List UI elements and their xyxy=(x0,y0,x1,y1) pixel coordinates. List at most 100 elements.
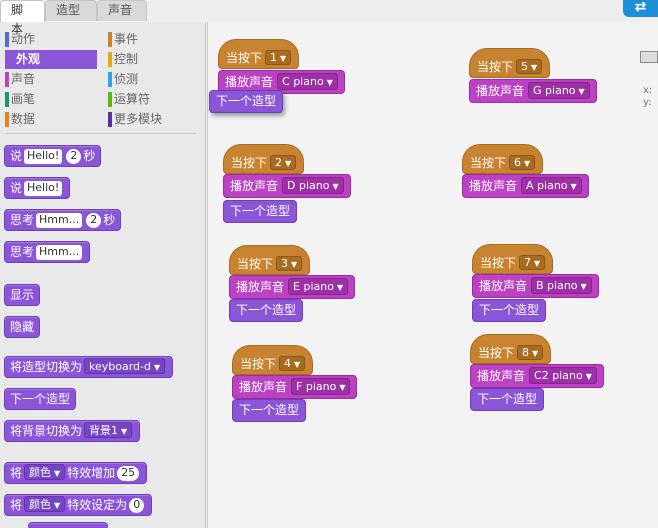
dropdown-arrow-icon: ▼ xyxy=(54,501,61,510)
block-label: 当按下 xyxy=(480,256,517,270)
dropdown-arrow-icon: ▼ xyxy=(531,63,538,72)
number-input[interactable]: 0 xyxy=(129,498,145,513)
text-input[interactable]: Hello! xyxy=(24,149,63,164)
block-label: 特效设定为 xyxy=(67,498,128,512)
sound-dropdown[interactable]: G piano▼ xyxy=(528,82,590,99)
category-label: 侦测 xyxy=(114,72,139,86)
sound-dropdown[interactable]: D piano▼ xyxy=(282,177,344,194)
category-events[interactable]: 事件 xyxy=(103,30,195,49)
next-costume-block[interactable]: 下一个造型 xyxy=(223,200,298,223)
text-input[interactable]: Hello! xyxy=(24,181,63,196)
category-sensing[interactable]: 侦测 xyxy=(103,70,195,89)
key-dropdown[interactable]: 6▼ xyxy=(509,155,536,170)
key-dropdown[interactable]: 1▼ xyxy=(265,50,292,65)
block-label: 秒 xyxy=(83,149,96,163)
sound-dropdown[interactable]: F piano▼ xyxy=(291,378,351,395)
backdrop-dropdown[interactable]: 背景1▼ xyxy=(84,422,133,438)
next-costume-block[interactable]: 下一个造型 xyxy=(472,299,547,322)
effect-dropdown[interactable]: 颜色▼ xyxy=(24,496,66,512)
text-input[interactable]: Hmm... xyxy=(36,245,83,260)
sound-dropdown[interactable]: E piano▼ xyxy=(288,278,349,295)
costume-dropdown[interactable]: keyboard-d▼ xyxy=(84,358,166,374)
category-motion[interactable]: 动作 xyxy=(0,30,92,49)
next-costume-block[interactable]: 下一个造型 xyxy=(470,388,545,411)
tab-scripts[interactable]: 脚本 xyxy=(0,0,45,36)
sync-button[interactable]: ⇄ xyxy=(623,0,658,17)
key-dropdown[interactable]: 3▼ xyxy=(276,256,303,271)
category-control[interactable]: 控制 xyxy=(103,50,195,69)
category-color-bar xyxy=(108,92,112,107)
block-label: 当按下 xyxy=(240,357,277,371)
block-label: 下一个造型 xyxy=(216,94,277,108)
category-operators[interactable]: 运算符 xyxy=(103,90,195,109)
next-costume-block[interactable]: 下一个造型 xyxy=(232,399,307,422)
block-partial[interactable] xyxy=(28,522,108,528)
category-pen[interactable]: 画笔 xyxy=(0,90,92,109)
key-dropdown[interactable]: 5▼ xyxy=(516,59,543,74)
tab-costumes[interactable]: 造型 xyxy=(45,0,97,21)
text-input[interactable]: Hmm... xyxy=(36,213,83,228)
key-dropdown[interactable]: 4▼ xyxy=(279,356,306,371)
dropdown-arrow-icon: ▼ xyxy=(285,159,292,168)
sound-dropdown[interactable]: C2 piano▼ xyxy=(529,367,597,384)
block-label: 当按下 xyxy=(237,257,274,271)
block-switch-backdrop[interactable]: 将背景切换为背景1▼ xyxy=(4,420,141,442)
effect-dropdown[interactable]: 颜色▼ xyxy=(24,464,66,480)
tab-sounds[interactable]: 声音 xyxy=(97,0,147,21)
dropdown-value: 3 xyxy=(281,257,289,270)
number-input[interactable]: 2 xyxy=(86,213,102,228)
category-looks[interactable]: 外观 xyxy=(5,50,97,69)
sound-dropdown[interactable]: C piano▼ xyxy=(277,73,338,90)
sound-dropdown[interactable]: A piano▼ xyxy=(521,177,582,194)
number-input[interactable]: 25 xyxy=(117,466,140,481)
dropdown-value: keyboard-d xyxy=(89,360,151,373)
block-next-costume[interactable]: 下一个造型 xyxy=(4,388,77,410)
next-costume-block[interactable]: 下一个造型 xyxy=(229,299,304,322)
block-label: 播放声音 xyxy=(236,280,285,294)
category-label: 动作 xyxy=(11,32,36,46)
category-data[interactable]: 数据 xyxy=(0,110,92,129)
category-color-bar xyxy=(108,32,112,47)
dropdown-arrow-icon: ▼ xyxy=(54,469,61,478)
sprite-thumbnail-icon[interactable] xyxy=(640,51,658,63)
block-show[interactable]: 显示 xyxy=(4,284,41,306)
block-label: 特效增加 xyxy=(67,466,116,480)
next-costume-block[interactable]: 下一个造型 xyxy=(209,90,284,113)
dropdown-value: 2 xyxy=(275,156,283,169)
sound-dropdown[interactable]: B piano▼ xyxy=(531,277,592,294)
key-dropdown[interactable]: 7▼ xyxy=(519,255,546,270)
key-dropdown[interactable]: 2▼ xyxy=(270,155,297,170)
category-more-blocks[interactable]: 更多模块 xyxy=(103,110,195,129)
block-label: 播放声音 xyxy=(239,380,288,394)
block-hide[interactable]: 隐藏 xyxy=(4,316,41,338)
category-sound[interactable]: 声音 xyxy=(0,70,92,89)
dropdown-value: F piano xyxy=(296,380,337,393)
number-input[interactable]: 2 xyxy=(66,149,82,164)
key-dropdown[interactable]: 8▼ xyxy=(517,345,544,360)
category-color-bar xyxy=(108,72,112,87)
